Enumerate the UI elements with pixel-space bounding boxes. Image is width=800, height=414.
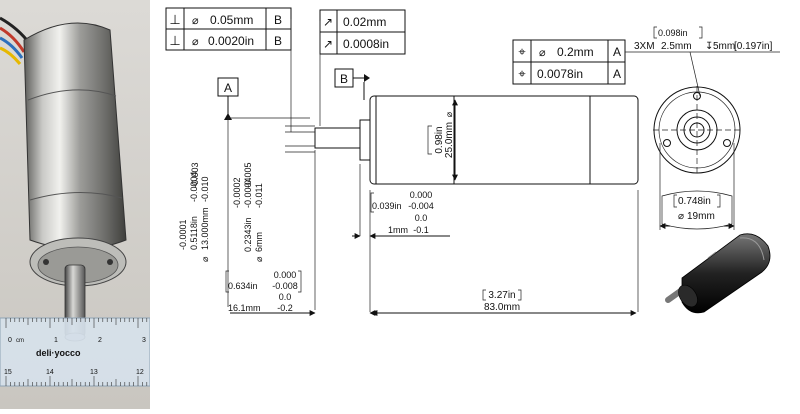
shaft-13mm-dim: -0.0001 0.5118in -0.0004 13.000mm ⌀ -0.0… — [178, 162, 210, 262]
diameter-symbol-2: ⌀ — [192, 36, 199, 48]
shaft-13-mm: 13.000mm — [200, 207, 210, 250]
shaft-13-diam: ⌀ — [200, 256, 210, 262]
shaft-13-in: 0.5118in — [189, 216, 199, 250]
pilot-mm-tol-bot: -0.1 — [413, 225, 429, 235]
perpendicularity-symbol-2: ⊥ — [169, 33, 180, 48]
ruler-ticks-top — [5, 318, 148, 328]
shaft-len-in-tol-top: 0.000 — [274, 270, 297, 280]
shaft-6-in: 0.2343in — [243, 217, 253, 252]
bolt-circle-in: 0.748in — [678, 196, 711, 207]
perp-datum-ref-2: B — [274, 34, 282, 48]
ruler-unit: cm — [16, 338, 24, 344]
pilot-dim: 0.000 0.039in -0.004 0.0 1mm -0.1 — [352, 190, 450, 239]
diameter-symbol: ⌀ — [192, 15, 199, 27]
pilot-in: 0.039in — [372, 201, 402, 211]
shaft-13-mm-tol: -0.003 — [190, 162, 200, 188]
shaft-6-diam: ⌀ — [254, 256, 264, 262]
shaft-len-mm: 16.1mm — [228, 303, 261, 313]
length-in: 3.27in — [488, 290, 515, 301]
position-datum-ref: A — [613, 45, 621, 59]
ruler-brand: deli·yocco — [36, 348, 81, 358]
technical-drawing: ⊥ ⊥ ⌀ ⌀ 0.05mm 0.0020in B B ↗ ↗ 0.02mm 0… — [150, 0, 800, 409]
shaft-6-mm: 6mm — [254, 232, 264, 252]
perp-tolerance-in: 0.0020in — [208, 34, 254, 48]
shaft-13-in-tol1: -0.0001 — [178, 219, 188, 250]
pilot-in-tol-bot: -0.004 — [408, 201, 434, 211]
thread-callout: 0.098in 3XM 2.5mm ↧ 5mm [0.197in] — [625, 26, 780, 97]
shaft-len-in: 0.634in — [228, 281, 258, 291]
ruler-number-13: 13 — [90, 369, 98, 376]
thread-count: 3XM — [634, 41, 655, 52]
length-mm: 83.0mm — [484, 302, 520, 313]
ruler-number-1: 1 — [54, 337, 58, 344]
motor-photo: 0 cm 1 2 3 deli·yocco 15 14 13 12 — [0, 0, 150, 409]
bolt-circle-diam: ⌀ — [678, 211, 684, 222]
bolt-circle-mm: 19mm — [687, 211, 715, 222]
ruler-number-3: 3 — [142, 337, 146, 344]
fcf-runout: ↗ ↗ 0.02mm 0.0008in — [319, 9, 406, 55]
technical-drawing-svg: ⊥ ⊥ ⌀ ⌀ 0.05mm 0.0020in B B ↗ ↗ 0.02mm 0… — [165, 7, 780, 316]
shaft-len-in-tol-bot: -0.008 — [272, 281, 298, 291]
position-symbol-2: ⌖ — [518, 66, 526, 81]
shaft-len-mm-tol-bot: -0.2 — [277, 303, 293, 313]
overall-length-dim: 3.27in 83.0mm — [371, 289, 637, 316]
motor-front-view — [653, 86, 741, 230]
datum-b: B — [334, 68, 370, 100]
datum-b-label: B — [340, 72, 348, 86]
ruler-number-14: 14 — [46, 369, 54, 376]
runout-symbol: ↗ — [323, 15, 333, 29]
position-datum-ref-2: A — [613, 67, 621, 81]
datum-a-label: A — [224, 81, 232, 95]
motor-3d-render — [665, 233, 771, 314]
shaft-6mm-dim: 0.2343in -0.0004 -0.0002 6mm ⌀ -0.011 -0… — [232, 162, 264, 262]
perpendicularity-symbol: ⊥ — [169, 12, 180, 27]
body-diameter-in: 0.98in — [434, 126, 445, 153]
shaft-13-mm-tol2: -0.010 — [200, 176, 210, 202]
datum-a: A — [217, 77, 239, 120]
pilot-in-tol-top: 0.000 — [410, 190, 433, 200]
motor-photo-graphic: 0 cm 1 2 3 deli·yocco 15 14 13 12 — [0, 0, 150, 409]
thread-in: 0.098in — [658, 28, 688, 38]
shaft-6-in-tol2: -0.0004 — [243, 177, 253, 208]
thread-depth-in: [0.197in] — [734, 41, 773, 52]
ruler-number-12: 12 — [136, 369, 144, 376]
ruler-number-2: 2 — [98, 337, 102, 344]
pilot-mm-tol-top: 0.0 — [415, 213, 428, 223]
fcf-position: ⌖ ⌖ ⌀ 0.2mm 0.0078in A A — [512, 39, 626, 85]
position-symbol: ⌖ — [518, 44, 526, 59]
shaft-len-mm-tol-top: 0.0 — [279, 292, 292, 302]
runout-tolerance-in: 0.0008in — [343, 37, 389, 51]
bolt-circle-dim: 0.748in ⌀ 19mm — [659, 190, 735, 230]
shaft-6-mm-tol2: -0.011 — [254, 183, 264, 208]
shaft-13-in-tol2: -0.0004 — [189, 171, 199, 202]
shaft-length-dim: 0.000 0.634in -0.008 0.0 16.1mm -0.2 — [225, 270, 378, 316]
position-diam: ⌀ — [539, 47, 546, 59]
pilot-mm: 1mm — [388, 225, 408, 235]
thread-depth-symbol: ↧ — [705, 41, 713, 52]
runout-tolerance-mm: 0.02mm — [343, 15, 386, 29]
motor-side-view — [314, 95, 639, 185]
body-diameter-symbol: ⌀ — [444, 111, 454, 117]
fcf-perpendicularity: ⊥ ⊥ ⌀ ⌀ 0.05mm 0.0020in B B — [165, 7, 292, 51]
ruler-ticks-bottom — [5, 376, 148, 386]
shaft-6-in-tol: -0.0002 — [232, 177, 242, 208]
position-tol-mm: 0.2mm — [557, 45, 594, 59]
thread-size: 2.5mm — [661, 41, 692, 52]
runout-symbol-2: ↗ — [323, 37, 333, 51]
shaft-6-mm-tol: -0.005 — [243, 162, 253, 188]
perp-datum-ref: B — [274, 13, 282, 27]
thread-depth: 5mm — [713, 41, 735, 52]
ruler-number-15: 15 — [4, 369, 12, 376]
body-diameter-dim: 0.98in ⌀ 25.0mm — [427, 111, 455, 158]
ruler-number-0: 0 — [8, 337, 12, 344]
body-diameter-mm: 25.0mm — [444, 122, 455, 158]
position-tol-in: 0.0078in — [537, 67, 583, 81]
perp-tolerance-mm: 0.05mm — [210, 13, 253, 27]
